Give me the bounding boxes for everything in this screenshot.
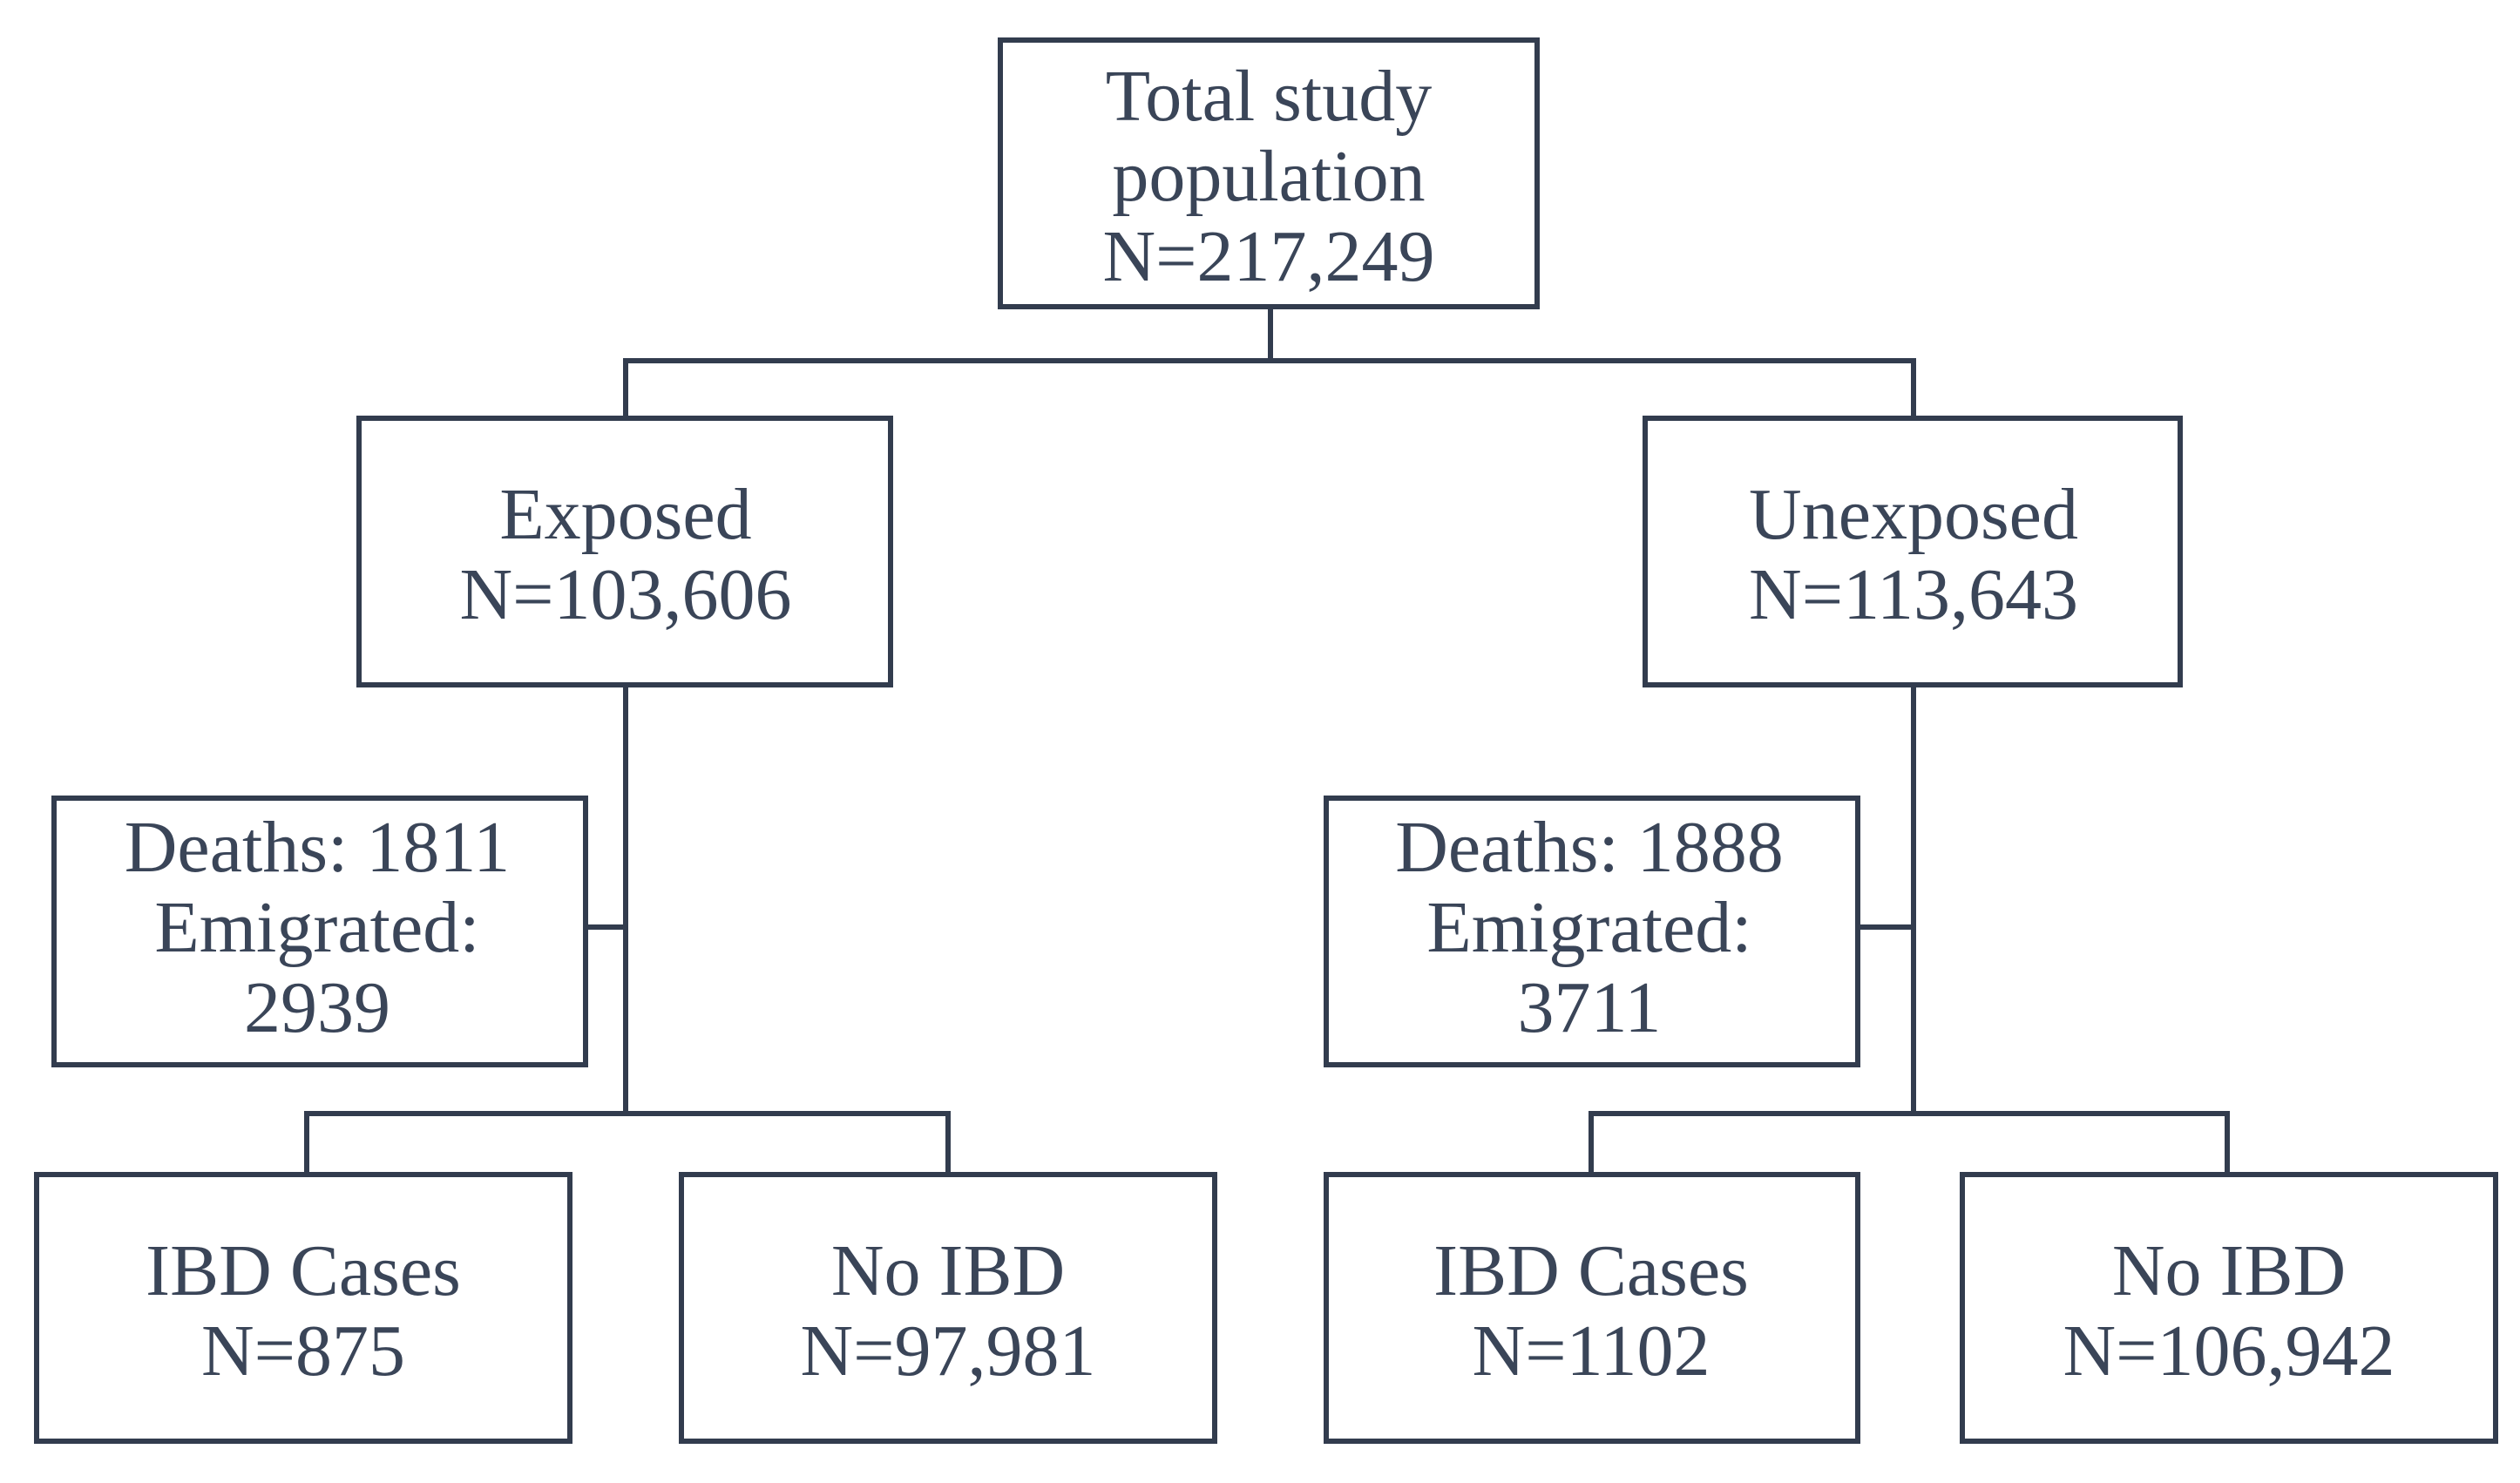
connector-unexposed-outcomes	[1589, 1111, 2230, 1174]
unexposed-emigrated-count: 3711	[1518, 967, 1662, 1048]
exposed-count: N=103,606	[459, 554, 791, 635]
unexposed-box: Unexposed N=113,643	[1643, 416, 2183, 687]
unexposed-count: N=113,643	[1749, 554, 2078, 635]
exposed-emigrated-label: Emigrated:	[154, 887, 479, 968]
connector-exposed-outcomes	[304, 1111, 951, 1174]
exposed-no-ibd-box: No IBD N=97,981	[679, 1172, 1217, 1444]
unexposed-no-ibd-box: No IBD N=106,942	[1960, 1172, 2498, 1444]
exposed-loss-box: Deaths: 1811 Emigrated: 2939	[51, 796, 588, 1067]
exposed-label: Exposed	[499, 474, 751, 555]
unexposed-label: Unexposed	[1749, 474, 2078, 555]
exposed-no-ibd-label: No IBD	[831, 1230, 1065, 1311]
unexposed-emigrated-label: Emigrated:	[1426, 887, 1751, 968]
unexposed-deaths: Deaths: 1888	[1395, 807, 1784, 888]
total-population-label-line1: Total study	[1106, 56, 1432, 137]
total-population-count: N=217,249	[1102, 216, 1434, 297]
unexposed-ibd-label: IBD Cases	[1433, 1230, 1749, 1311]
exposed-ibd-label: IBD Cases	[146, 1230, 461, 1311]
exposed-no-ibd-count: N=97,981	[800, 1310, 1095, 1392]
unexposed-loss-box: Deaths: 1888 Emigrated: 3711	[1324, 796, 1860, 1067]
total-population-box: Total study population N=217,249	[998, 37, 1540, 309]
exposed-deaths: Deaths: 1811	[125, 807, 510, 888]
unexposed-no-ibd-count: N=106,942	[2063, 1310, 2395, 1392]
unexposed-ibd-count: N=1102	[1473, 1310, 1710, 1392]
exposed-ibd-count: N=875	[201, 1310, 405, 1392]
exposed-emigrated-count: 2939	[244, 967, 390, 1048]
exposed-ibd-cases-box: IBD Cases N=875	[34, 1172, 572, 1444]
total-population-label-line2: population	[1112, 136, 1425, 217]
exposed-box: Exposed N=103,606	[356, 416, 893, 687]
unexposed-ibd-cases-box: IBD Cases N=1102	[1324, 1172, 1860, 1444]
unexposed-no-ibd-label: No IBD	[2112, 1230, 2346, 1311]
connectors	[304, 304, 2230, 1174]
connector-total-to-groups	[623, 304, 1916, 421]
